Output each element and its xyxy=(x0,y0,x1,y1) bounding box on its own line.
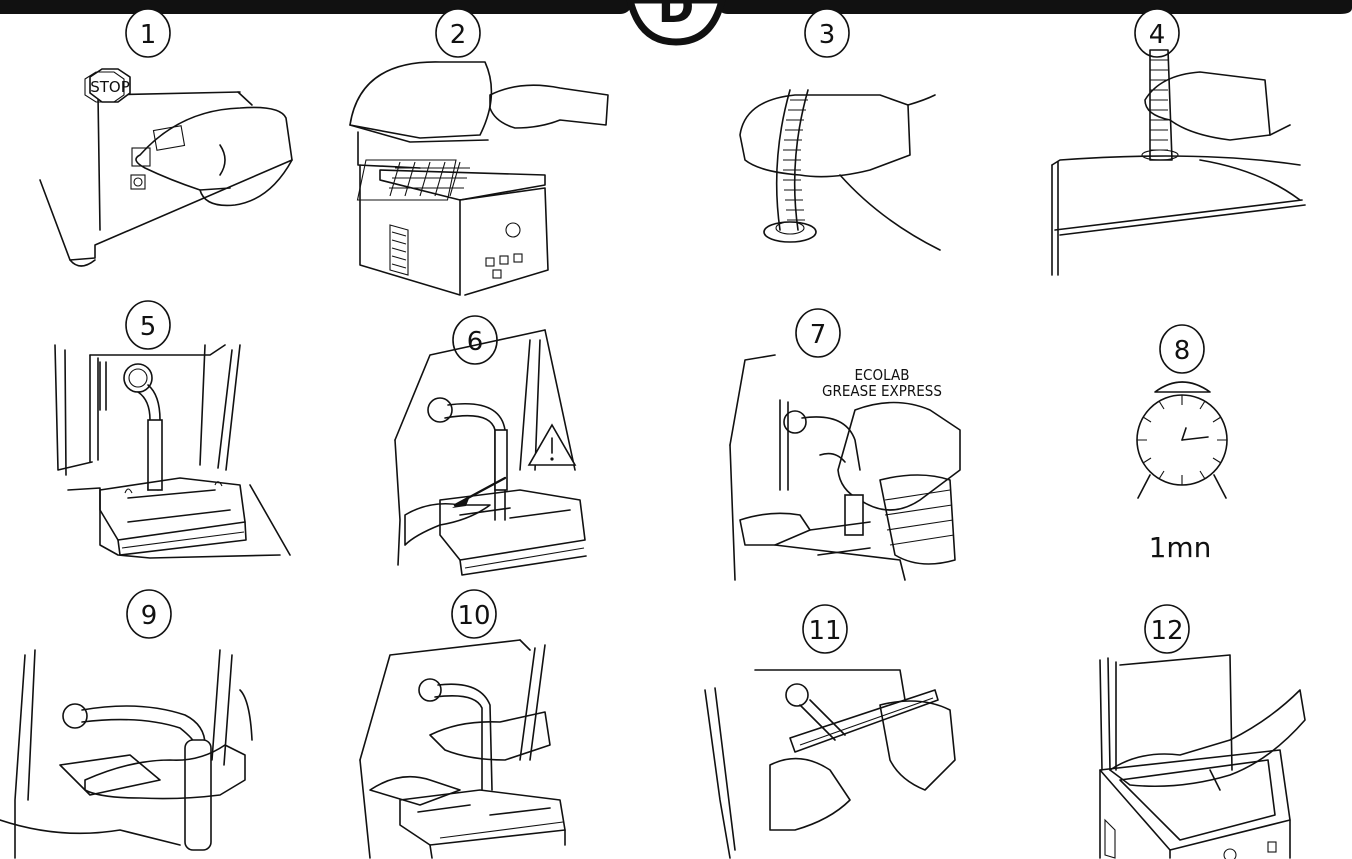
step-12-illustration xyxy=(1100,655,1305,859)
step-label-3: 3 xyxy=(819,20,836,50)
stop-icon: STOP xyxy=(85,69,130,102)
step-label-12: 12 xyxy=(1150,616,1183,646)
step-7-illustration: ECOLAB GREASE EXPRESS xyxy=(730,355,960,580)
step-number-2: 2 xyxy=(436,9,480,57)
step-number-5: 5 xyxy=(126,301,170,349)
step-11-illustration xyxy=(705,670,955,858)
step-label-8: 8 xyxy=(1174,336,1191,366)
alarm-clock-icon xyxy=(1137,382,1227,498)
step-label-7: 7 xyxy=(810,320,827,350)
step-5-illustration xyxy=(55,345,290,558)
step-9-illustration xyxy=(0,650,252,858)
step-4-illustration xyxy=(1052,50,1305,275)
step-number-1: 1 xyxy=(126,9,170,57)
step-number-9: 9 xyxy=(127,590,171,638)
header-badge-letter: D xyxy=(658,0,695,33)
step-2-illustration xyxy=(350,62,608,295)
step-label-9: 9 xyxy=(141,601,158,631)
step-10-illustration xyxy=(360,640,565,858)
stop-sign-text: STOP xyxy=(90,78,130,96)
product-name-line2: GREASE EXPRESS xyxy=(822,382,942,400)
step-label-10: 10 xyxy=(457,601,490,631)
step-number-8: 8 xyxy=(1160,325,1204,373)
step-number-6: 6 xyxy=(453,316,497,364)
step-number-11: 11 xyxy=(803,605,847,653)
step-label-11: 11 xyxy=(808,616,841,646)
step-number-12: 12 xyxy=(1145,605,1189,653)
step-number-3: 3 xyxy=(805,9,849,57)
step-1-illustration: STOP xyxy=(40,69,292,266)
step-number-7: 7 xyxy=(796,309,840,357)
step-number-10: 10 xyxy=(452,590,496,638)
step-label-4: 4 xyxy=(1149,20,1166,50)
duration-label: 1mn xyxy=(1149,531,1212,564)
step-label-2: 2 xyxy=(450,20,467,50)
step-3-illustration xyxy=(740,90,940,250)
step-label-6: 6 xyxy=(467,327,484,357)
step-label-1: 1 xyxy=(140,20,157,50)
step-label-5: 5 xyxy=(140,312,157,342)
step-6-illustration xyxy=(395,330,586,575)
